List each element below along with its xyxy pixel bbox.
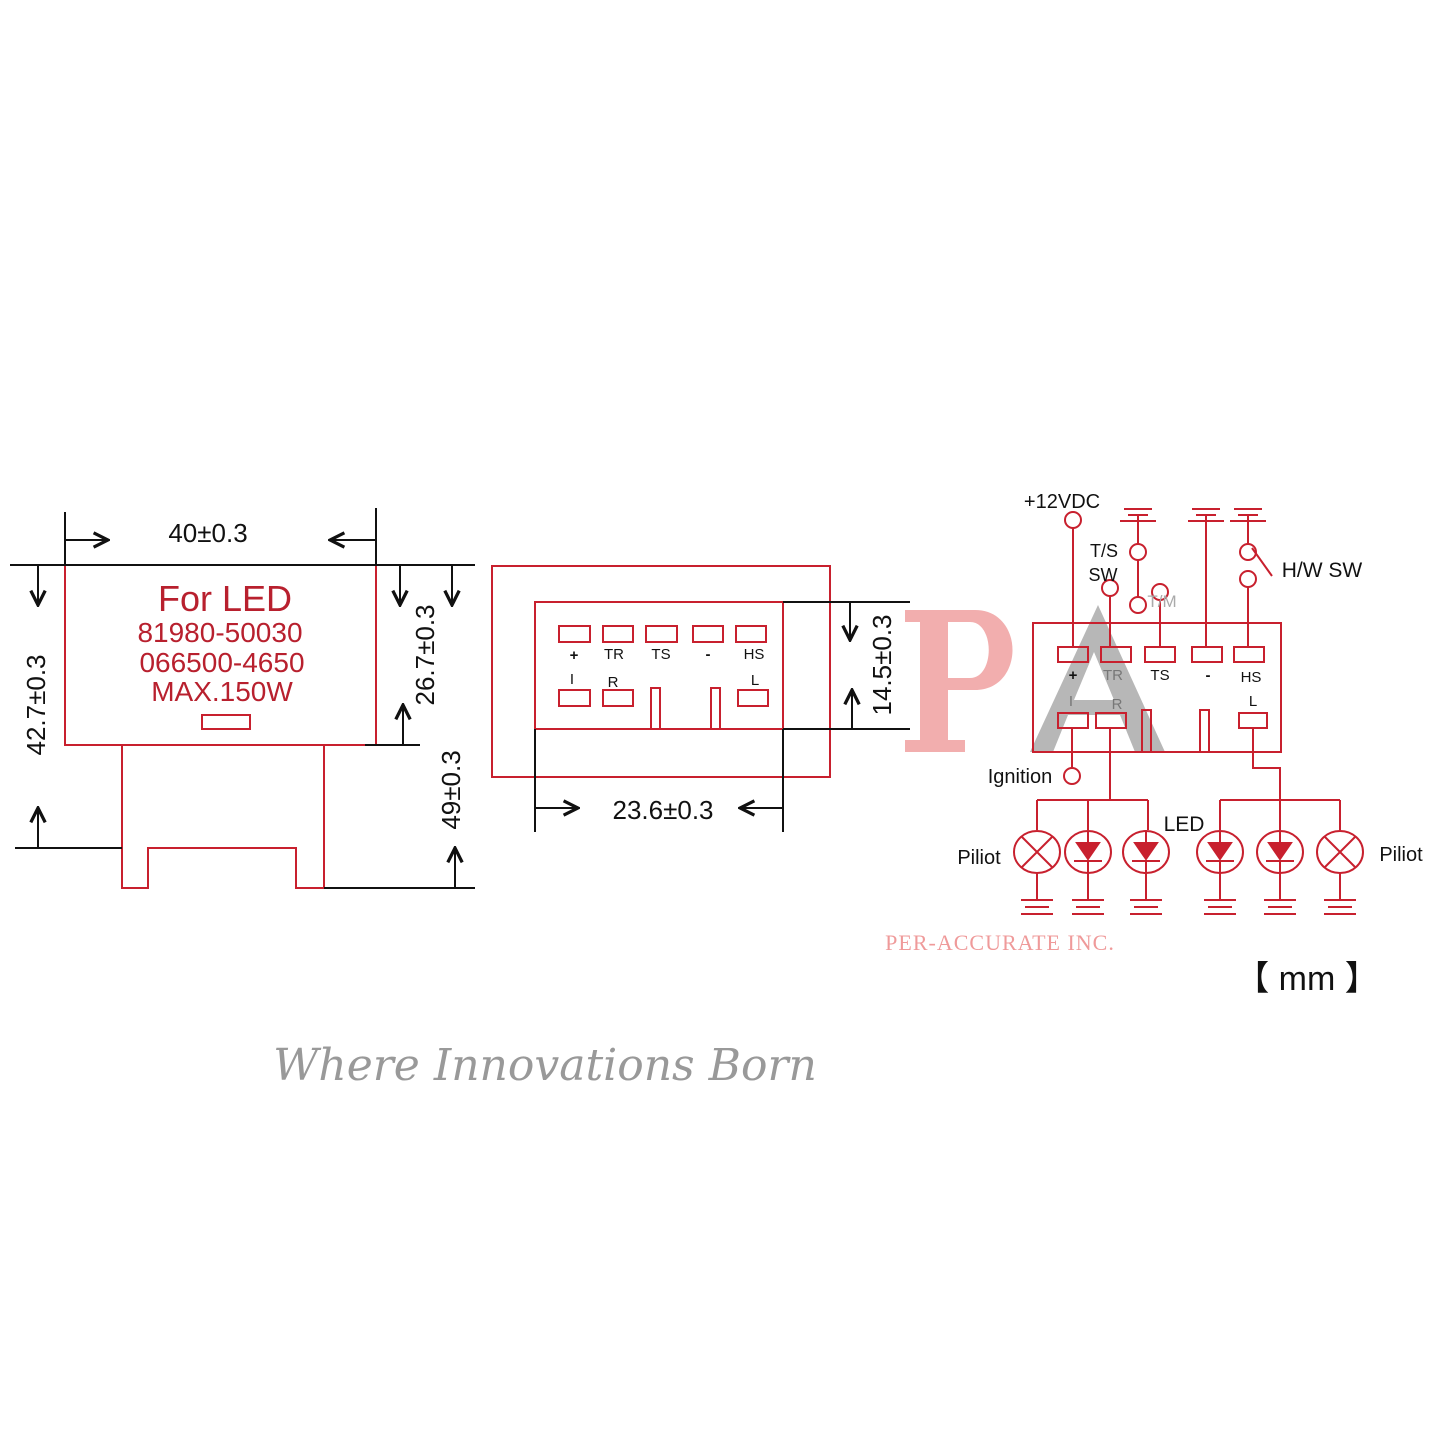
hw-switch-label: H/W SW — [1282, 559, 1363, 582]
circuit-pin-hs: HS — [1241, 669, 1262, 686]
dim-height-49: 49±0.3 — [436, 750, 466, 829]
wiring-circuit: + TR TS - HS I R L +12VDC T/S SW T/M H/W… — [957, 491, 1423, 915]
pilot-lamp-icon — [1316, 830, 1364, 915]
circuit-pin-ts: TS — [1150, 667, 1169, 684]
pin-label-minus: - — [706, 646, 711, 663]
supply-label: +12VDC — [1024, 491, 1100, 513]
circuit-pin-tr: TR — [1103, 667, 1123, 684]
watermark — [905, 605, 1165, 752]
ignition-terminal — [1063, 767, 1081, 785]
dim-height-14-5: 14.5±0.3 — [867, 614, 897, 715]
pin-label-ts: TS — [651, 646, 670, 663]
watermark-script: Where Innovations Born — [273, 1040, 817, 1091]
pin-label-tr: TR — [604, 646, 624, 663]
watermark-logo-p — [905, 610, 1013, 752]
label-for-led: For LED — [158, 578, 292, 619]
circuit-relay-box — [1032, 622, 1282, 753]
tm-label: T/M — [1147, 592, 1176, 611]
part-number-1: 81980-50030 — [137, 617, 302, 648]
max-power: MAX.150W — [151, 676, 293, 707]
watermark-company: PER-ACCURATE INC. — [885, 930, 1115, 955]
dim-height-42-7: 42.7±0.3 — [21, 654, 51, 755]
led-icon — [1256, 830, 1304, 915]
dim-width-40: 40±0.3 — [168, 518, 247, 548]
connector-view: + TR TS - HS I R L 14.5±0.3 23.6±0.3 — [491, 565, 910, 832]
ts-switch-label-1: T/S — [1090, 541, 1118, 561]
led-icon — [1064, 830, 1112, 915]
dimension-extension-lines — [534, 601, 910, 832]
circuit-pin-i: I — [1069, 693, 1073, 710]
circuit-pin-l: L — [1249, 693, 1257, 710]
ts-switch-label-2: SW — [1089, 565, 1118, 585]
circuit-pin-plus: + — [1069, 667, 1078, 684]
part-number-2: 066500-4650 — [139, 647, 304, 678]
led-label: LED — [1164, 813, 1205, 836]
dim-height-26-7: 26.7±0.3 — [410, 604, 440, 705]
circuit-pin-r: R — [1112, 696, 1123, 713]
pin-label-plus: + — [570, 647, 579, 664]
dimension-extension-lines — [10, 508, 475, 889]
relay-window — [201, 714, 251, 730]
pin-label-i: I — [570, 671, 574, 688]
pilot-label-left: Piliot — [957, 847, 1001, 869]
wires-lower — [1036, 728, 1341, 830]
connector-pins — [558, 625, 769, 730]
pilot-label-right: Piliot — [1379, 844, 1423, 866]
units-label: 【 mm 】 — [1235, 960, 1379, 998]
pin-label-l: L — [751, 672, 759, 689]
watermark-logo-a — [1030, 605, 1165, 752]
circuit-pin-minus: - — [1206, 667, 1211, 684]
connector-outer — [491, 565, 831, 778]
led-icon — [1122, 830, 1170, 915]
pilot-lamp-icon — [1013, 830, 1061, 915]
relay-terminal-base — [121, 745, 325, 889]
led-icon — [1196, 830, 1244, 915]
ignition-label: Ignition — [988, 766, 1053, 788]
front-view: For LED 81980-50030 066500-4650 MAX.150W… — [10, 508, 475, 889]
ground-icon — [1120, 508, 1266, 522]
dim-width-23-6: 23.6±0.3 — [612, 795, 713, 825]
terminal-circles — [1064, 511, 1257, 614]
pin-label-r: R — [608, 674, 619, 691]
wires-upper — [1072, 515, 1273, 647]
pin-label-hs: HS — [744, 646, 765, 663]
